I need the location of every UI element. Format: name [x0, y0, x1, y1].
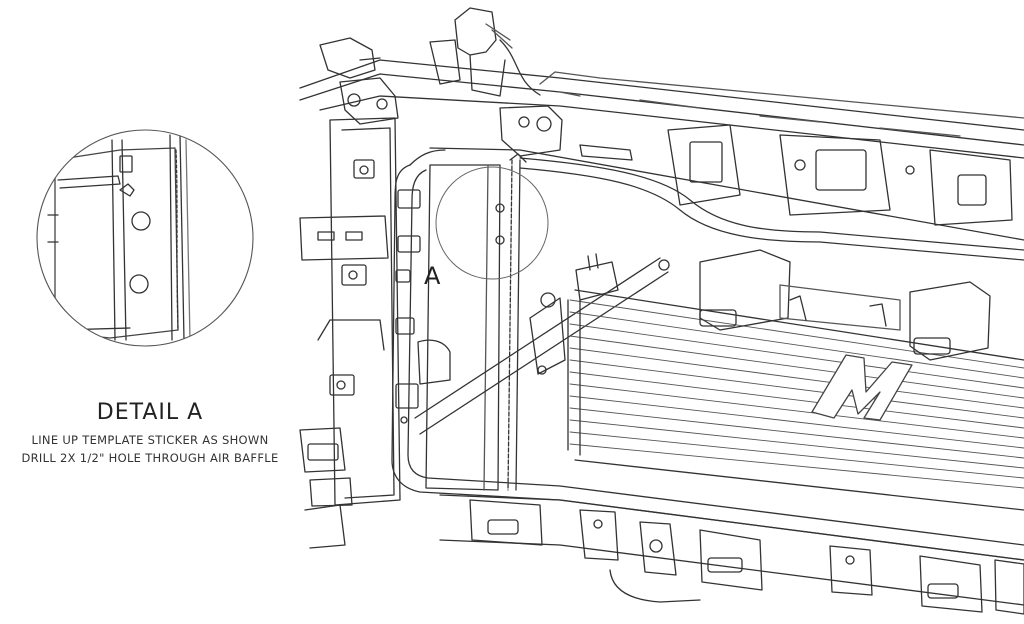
- detail-instruction: LINE UP TEMPLATE STICKER AS SHOWN: [31, 433, 269, 447]
- radiator-fins: [570, 300, 1024, 488]
- detail-instruction: DRILL 2X 1/2" HOLE THROUGH AIR BAFFLE: [21, 451, 279, 465]
- callout-label-a: A: [424, 262, 441, 290]
- brand-logo: [812, 355, 912, 420]
- detail-a-magnified-view: [37, 130, 253, 346]
- detail-title: DETAIL A: [96, 400, 204, 425]
- radiator-assembly: [300, 8, 1024, 614]
